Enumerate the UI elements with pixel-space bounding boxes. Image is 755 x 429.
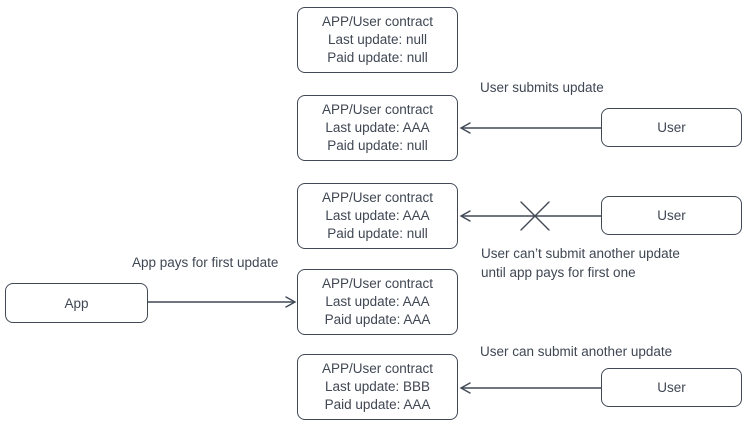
- contract-state-second-update: APP/User contract Last update: BBB Paid …: [297, 354, 458, 420]
- user-box-blocked: User: [601, 196, 742, 235]
- annotation-user-cant-line2: until app pays for first one: [481, 265, 636, 280]
- annotation-app-pays: App pays for first update: [132, 255, 279, 270]
- annotation-user-submits-update: User submits update: [480, 80, 604, 95]
- user-box-label: User: [657, 380, 686, 395]
- contract-last-update: Last update: null: [327, 32, 428, 47]
- contract-last-update: Last update: AAA: [325, 208, 430, 223]
- contract-last-update: Last update: AAA: [325, 294, 430, 309]
- contract-title: APP/User contract: [321, 14, 434, 29]
- contract-state-initial: APP/User contract Last update: null Paid…: [297, 7, 458, 73]
- contract-title: APP/User contract: [321, 102, 434, 117]
- contract-paid-update: Paid update: AAA: [324, 397, 431, 412]
- arrow-user-blocked: [459, 210, 602, 222]
- app-box: App: [5, 283, 148, 323]
- user-box-label: User: [657, 120, 686, 135]
- annotation-user-can-submit: User can submit another update: [480, 344, 673, 359]
- contract-last-update: Last update: AAA: [325, 120, 430, 135]
- user-box-submit: User: [601, 108, 742, 147]
- app-box-label: App: [64, 295, 89, 311]
- annotation-user-cant-submit: User can’t submit another update until a…: [481, 244, 680, 282]
- contract-paid-update: Paid update: null: [327, 138, 428, 153]
- arrow-app-pays: [147, 296, 297, 308]
- contract-last-update: Last update: BBB: [324, 379, 431, 394]
- contract-title: APP/User contract: [321, 190, 434, 205]
- contract-paid-update: Paid update: null: [327, 50, 428, 65]
- arrow-user-submits-again: [459, 382, 602, 394]
- blocked-cross-icon: [520, 201, 550, 231]
- contract-title: APP/User contract: [321, 361, 434, 376]
- contract-title: APP/User contract: [321, 276, 434, 291]
- contract-paid-update: Paid update: null: [327, 226, 428, 241]
- contract-state-blocked: APP/User contract Last update: AAA Paid …: [297, 183, 458, 249]
- user-box-again: User: [601, 368, 742, 407]
- contract-state-paid: APP/User contract Last update: AAA Paid …: [297, 269, 458, 335]
- annotation-user-cant-line1: User can’t submit another update: [481, 246, 680, 261]
- user-box-label: User: [657, 208, 686, 223]
- arrow-user-submits-update: [459, 122, 602, 134]
- contract-state-after-submit: APP/User contract Last update: AAA Paid …: [297, 95, 458, 161]
- contract-paid-update: Paid update: AAA: [324, 312, 431, 327]
